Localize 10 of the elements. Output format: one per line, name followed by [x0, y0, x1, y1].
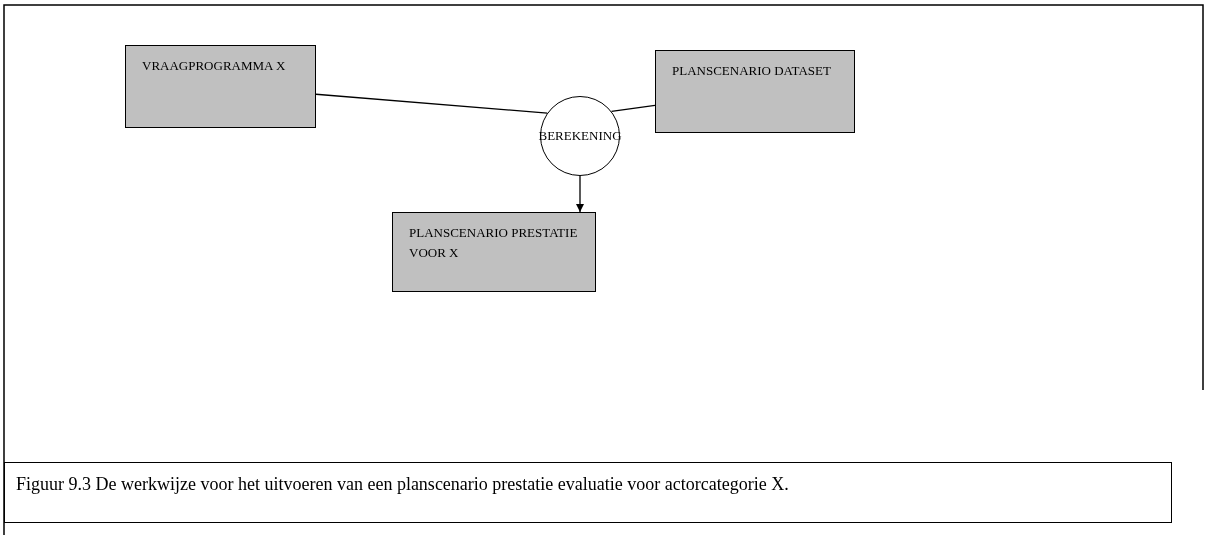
data-box	[392, 212, 596, 292]
arrow	[576, 175, 584, 213]
node-label: PLANSCENARIO PRESTATIE VOOR X	[409, 224, 579, 263]
data-box	[125, 45, 316, 128]
figure-caption: Figuur 9.3 De werkwijze voor het uitvoeren van een planscenario prestatie evaluatie voor actorcategorie X.	[4, 462, 1172, 523]
connector-line	[610, 104, 656, 113]
connector-line	[315, 93, 548, 114]
node-label: PLANSCENARIO DATASET	[672, 62, 832, 80]
data-box	[655, 50, 855, 133]
node-label: VRAAGPROGRAMMA X	[142, 57, 287, 75]
